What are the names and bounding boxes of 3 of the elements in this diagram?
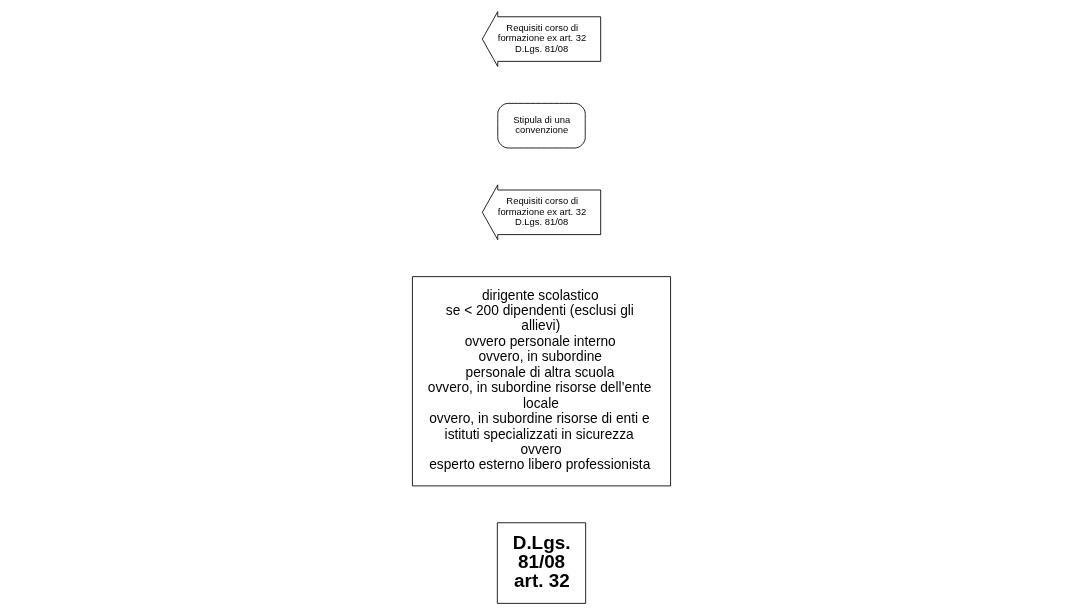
node-box: dirigente scolastico se < 200 dipendenti (esclusi gli allievi) ovvero personale interno ovvero, in subordine personale di altra scuola ovvero, in subordine risorse dell’ente locale ovvero, in subordine risorse di enti e istituti specializzati in sicurezza ovvero esperto esterno libero professionista — [411, 276, 671, 487]
node-box: Stipula di una convenzione — [496, 102, 586, 149]
node-box: D.Lgs. 81/08 art. 32 — [496, 522, 586, 604]
